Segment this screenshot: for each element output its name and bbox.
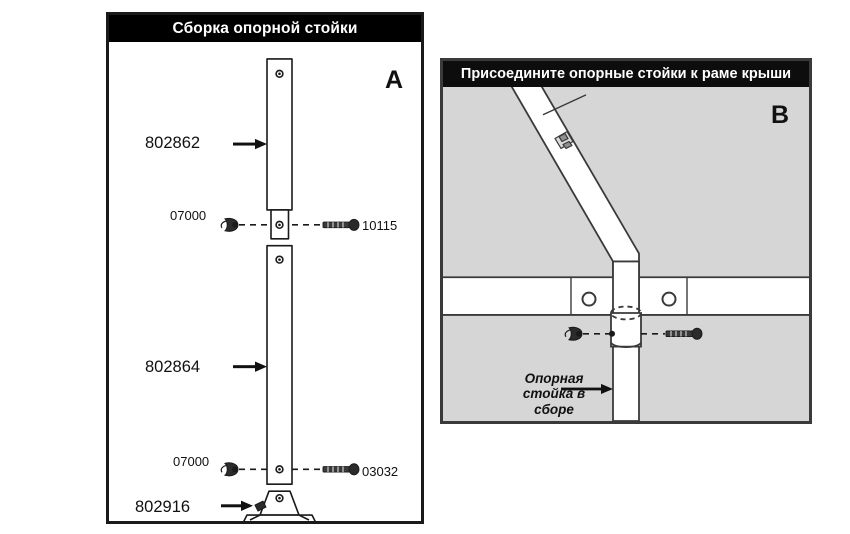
panel-a-diagram-svg bbox=[220, 58, 360, 521]
bolt-03032-icon bbox=[322, 463, 360, 476]
tube-802864-bottom-hole bbox=[275, 465, 284, 474]
tube-802864-body bbox=[266, 244, 293, 486]
fastener-label-10115: 10115 bbox=[362, 218, 398, 233]
tube-802864-top-hole bbox=[275, 255, 284, 264]
panel-a-title-text: Сборка опорной стойки bbox=[172, 19, 358, 37]
wing-nut-07000-lower-icon bbox=[220, 462, 239, 477]
panel-b-letter-badge: B bbox=[770, 101, 789, 129]
base-foot-802916 bbox=[243, 490, 316, 521]
tube-802862-body bbox=[266, 58, 293, 211]
tube-802862-spigot bbox=[270, 209, 290, 240]
roof-rail-right bbox=[638, 276, 809, 316]
panel-b-diagram-svg bbox=[443, 87, 809, 421]
fastener-label-07000-upper: 07000 bbox=[170, 208, 207, 223]
callout-post-assembly: Опорная стойка в сборе bbox=[522, 371, 586, 417]
leader-arrow-802862 bbox=[233, 138, 267, 150]
tube-802862-hole bbox=[275, 69, 284, 78]
roof-rail-left bbox=[443, 276, 622, 316]
part-label-802916: 802916 bbox=[135, 498, 191, 516]
fastener-label-07000-lower: 07000 bbox=[173, 454, 210, 469]
roof-rail-left-hole bbox=[581, 291, 597, 307]
panel-b-attach-posts-to-roof-frame: Присоедините опорные стойки к раме крыши… bbox=[440, 58, 812, 424]
panel-a-letter-badge: A bbox=[384, 66, 403, 94]
wing-nut-07000-upper-icon bbox=[220, 217, 239, 232]
panel-b-illustration-area: B bbox=[443, 87, 809, 421]
leader-arrow-802864 bbox=[233, 361, 267, 372]
leader-arrow-802916 bbox=[221, 500, 253, 511]
fastener-label-03032: 03032 bbox=[362, 464, 399, 479]
panel-b-title-bar: Присоедините опорные стойки к раме крыши bbox=[443, 61, 809, 87]
support-post-vertical bbox=[612, 260, 640, 421]
part-label-802862: 802862 bbox=[145, 134, 201, 152]
bolt-10115-icon bbox=[322, 218, 360, 231]
tube-802862-spigot-hole bbox=[275, 220, 284, 230]
wing-nut-07000-b-icon bbox=[564, 326, 583, 341]
panel-a-title-bar: Сборка опорной стойки bbox=[109, 15, 421, 42]
panel-a-illustration-area: A bbox=[109, 42, 421, 521]
panel-b-title-text: Присоедините опорные стойки к раме крыши bbox=[460, 66, 792, 82]
post-collar-sleeve bbox=[610, 305, 642, 349]
part-label-802864: 802864 bbox=[145, 358, 201, 376]
rafter-fastener-detail bbox=[554, 131, 574, 150]
panel-a-support-post-assembly: Сборка опорной стойки A bbox=[106, 12, 424, 524]
roof-rail-right-hole bbox=[661, 291, 677, 307]
roof-rafter-diagonal bbox=[510, 87, 640, 316]
bolt-03032-b-icon bbox=[665, 327, 703, 340]
